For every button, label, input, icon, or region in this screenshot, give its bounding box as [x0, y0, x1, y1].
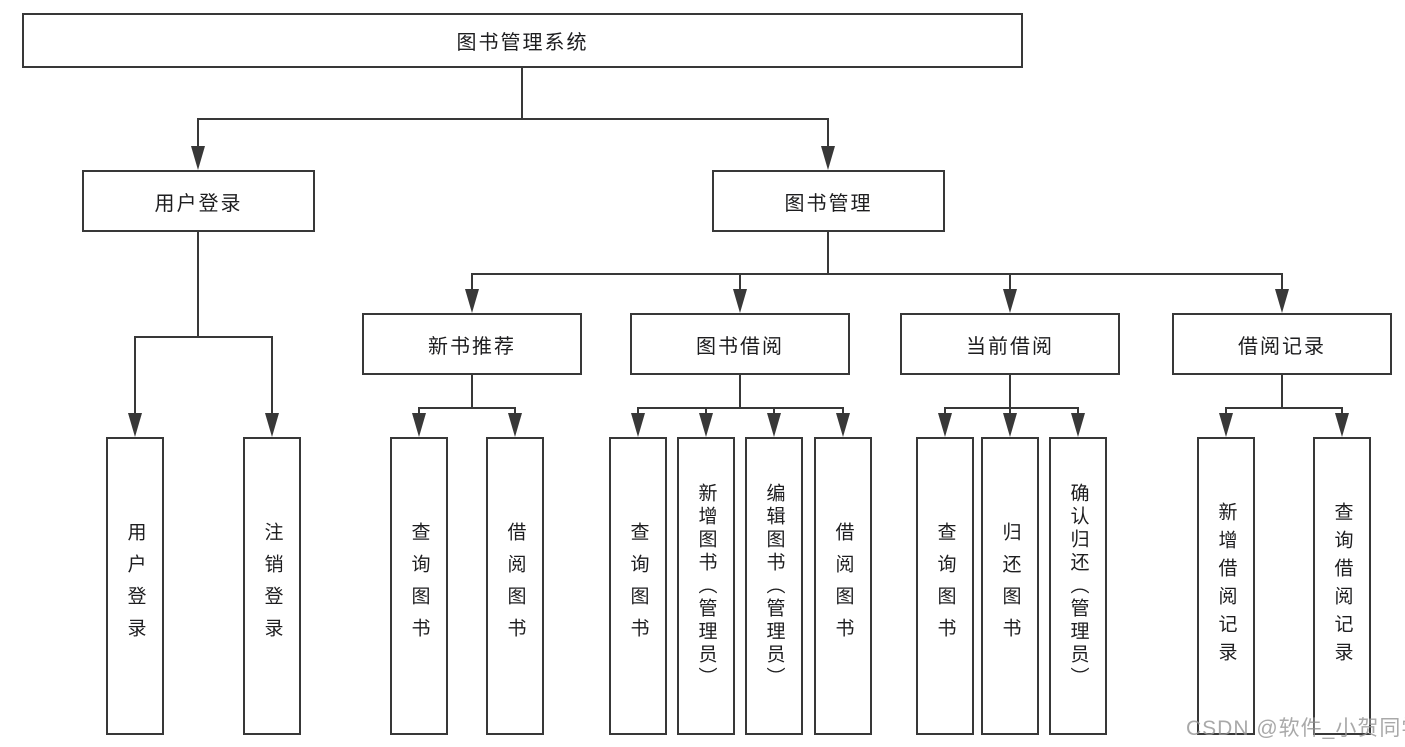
node-query-books-recommend: 查询图书 [390, 437, 448, 735]
connector-hline [1225, 407, 1343, 409]
node-edit-book-admin: 编辑图书（管理员） [745, 437, 803, 735]
connector-vline [471, 375, 473, 409]
arrow-down-icon [733, 289, 747, 313]
node-label: 归还图书 [999, 522, 1021, 650]
node-query-books-current: 查询图书 [916, 437, 974, 735]
connector-vline [418, 407, 420, 416]
node-label: 当前借阅 [966, 335, 1054, 358]
node-label: 确认归还（管理员） [1067, 482, 1089, 690]
connector-vline [514, 407, 516, 416]
node-label: 用户登录 [124, 522, 146, 650]
arrow-down-icon [1003, 289, 1017, 313]
connector-vline [827, 232, 829, 273]
connector-hline [134, 336, 273, 338]
node-label: 新书推荐 [428, 335, 516, 358]
node-label: 借阅记录 [1238, 335, 1326, 358]
connector-vline [1225, 407, 1227, 416]
connector-vline [1009, 375, 1011, 409]
connector-hline [471, 273, 1283, 275]
arrow-down-icon [465, 289, 479, 313]
node-current-borrowing: 当前借阅 [900, 313, 1120, 375]
connector-vline [773, 407, 775, 416]
arrow-down-icon [631, 413, 645, 437]
node-label: 图书借阅 [696, 335, 784, 358]
node-label: 查询图书 [934, 522, 956, 650]
arrow-down-icon [1335, 413, 1349, 437]
node-user-login-leaf: 用户登录 [106, 437, 164, 735]
arrow-down-icon [836, 413, 850, 437]
node-query-borrow-record: 查询借阅记录 [1313, 437, 1371, 735]
connector-vline [1077, 407, 1079, 416]
connector-vline [944, 407, 946, 416]
node-label: 图书管理 [784, 192, 873, 215]
node-user-login: 用户登录 [82, 170, 315, 232]
node-add-book-admin: 新增图书（管理员） [677, 437, 735, 735]
arrow-down-icon [265, 413, 279, 437]
node-borrow-books-leaf: 借阅图书 [814, 437, 872, 735]
node-query-books-borrow: 查询图书 [609, 437, 667, 735]
node-label: 查询图书 [408, 522, 430, 650]
connector-vline [1281, 273, 1283, 291]
arrow-down-icon [767, 413, 781, 437]
node-label: 查询图书 [627, 522, 649, 650]
node-label: 查询借阅记录 [1331, 502, 1353, 670]
arrow-down-icon [1003, 413, 1017, 437]
connector-hline [197, 118, 829, 120]
connector-vline [1009, 407, 1011, 416]
node-label: 注销登录 [261, 522, 283, 650]
connector-vline [637, 407, 639, 416]
connector-vline [134, 336, 136, 414]
connector-vline [1341, 407, 1343, 416]
connector-hline [944, 407, 1079, 409]
node-add-borrow-record: 新增借阅记录 [1197, 437, 1255, 735]
arrow-down-icon [821, 146, 835, 170]
node-label: 编辑图书（管理员） [763, 482, 785, 690]
connector-vline [827, 118, 829, 146]
node-label: 借阅图书 [504, 522, 526, 650]
node-library-management-system: 图书管理系统 [22, 13, 1023, 68]
arrow-down-icon [412, 413, 426, 437]
connector-vline [739, 375, 741, 409]
connector-vline [1281, 375, 1283, 409]
arrow-down-icon [508, 413, 522, 437]
node-label: 借阅图书 [832, 522, 854, 650]
connector-vline [1009, 273, 1011, 291]
connector-vline [739, 273, 741, 291]
node-confirm-return-admin: 确认归还（管理员） [1049, 437, 1107, 735]
arrow-down-icon [191, 146, 205, 170]
node-borrow-books-recommend: 借阅图书 [486, 437, 544, 735]
node-logout: 注销登录 [243, 437, 301, 735]
node-borrowing-records: 借阅记录 [1172, 313, 1392, 375]
node-book-management: 图书管理 [712, 170, 945, 232]
arrow-down-icon [128, 413, 142, 437]
connector-hline [418, 407, 516, 409]
connector-vline [842, 407, 844, 416]
watermark: CSDN @软件_小贺同学 [1186, 717, 1405, 740]
connector-vline [705, 407, 707, 416]
node-label: 图书管理系统 [456, 32, 589, 54]
node-label: 新增借阅记录 [1215, 502, 1237, 670]
node-return-book: 归还图书 [981, 437, 1039, 735]
connector-vline [521, 68, 523, 118]
node-label: 用户登录 [154, 192, 243, 215]
arrow-down-icon [1275, 289, 1289, 313]
connector-vline [471, 273, 473, 291]
arrow-down-icon [1219, 413, 1233, 437]
node-label: 新增图书（管理员） [695, 482, 717, 690]
arrow-down-icon [938, 413, 952, 437]
connector-vline [197, 118, 199, 146]
arrow-down-icon [1071, 413, 1085, 437]
connector-hline [637, 407, 844, 409]
node-new-book-recommend: 新书推荐 [362, 313, 582, 375]
arrow-down-icon [699, 413, 713, 437]
node-book-borrowing: 图书借阅 [630, 313, 850, 375]
connector-vline [197, 232, 199, 336]
connector-vline [271, 336, 273, 414]
